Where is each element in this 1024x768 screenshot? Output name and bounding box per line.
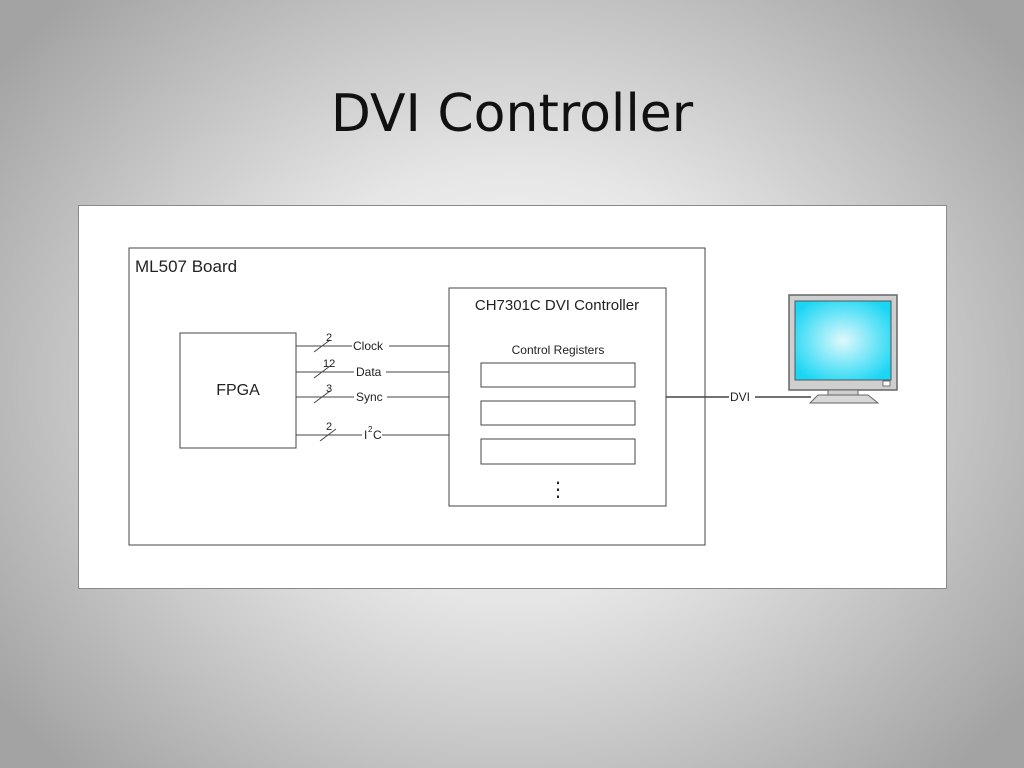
register-box-3 xyxy=(480,438,636,465)
controller-label: CH7301C DVI Controller xyxy=(475,297,639,314)
board-label: ML507 Board xyxy=(135,257,237,276)
fpga-label: FPGA xyxy=(216,382,260,399)
registers-ellipsis: ⋮ xyxy=(548,479,568,501)
dvi-block-diagram: ML507 Board FPGA CH7301C DVI Controller … xyxy=(128,247,898,546)
signal-data-label: Data xyxy=(356,365,382,379)
signal-sync-label: Sync xyxy=(356,390,383,404)
slide-title: DVI Controller xyxy=(330,84,694,144)
register-box-1 xyxy=(480,362,636,388)
monitor-icon xyxy=(788,294,898,404)
signal-data: 12 Data xyxy=(296,358,449,379)
fpga-block xyxy=(179,332,297,449)
signal-clock: 2 Clock xyxy=(296,332,449,353)
signal-clock-width: 2 xyxy=(326,332,332,344)
dvi-output-label: DVI xyxy=(730,390,750,404)
dvi-output-link: DVI xyxy=(666,390,811,404)
signal-data-width: 12 xyxy=(323,358,335,370)
signal-i2c-label-sup: 2 xyxy=(368,425,373,434)
controller-block xyxy=(448,287,667,507)
signal-sync-width: 3 xyxy=(326,383,332,395)
signal-i2c-label-main: I xyxy=(364,428,367,442)
register-box-2 xyxy=(480,400,636,426)
signal-i2c-width: 2 xyxy=(326,421,332,433)
signal-clock-label: Clock xyxy=(353,339,384,353)
diagram-panel: ML507 Board FPGA CH7301C DVI Controller … xyxy=(78,205,947,589)
signal-sync: 3 Sync xyxy=(296,383,449,404)
signal-i2c: 2 I 2 C xyxy=(296,421,449,442)
registers-label: Control Registers xyxy=(512,343,605,357)
signal-i2c-label-tail: C xyxy=(373,428,382,442)
